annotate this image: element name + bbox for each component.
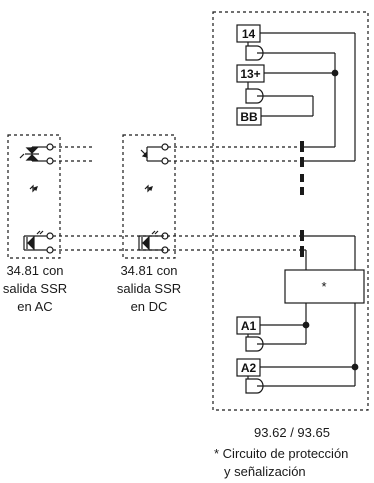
module-ac-label-line3: en AC: [17, 299, 53, 314]
footnote-line2: y señalización: [224, 464, 306, 479]
terminal-a2-label: A2: [241, 361, 257, 375]
relay-outline: [212, 11, 369, 411]
terminal-13-label: 13+: [240, 67, 260, 81]
module-dc-label-line3: en DC: [130, 299, 168, 314]
protection-circuit-box: [284, 269, 365, 304]
module-ac-label: 34.81 con salida SSR en AC: [0, 262, 70, 316]
module-ac-label-line1: 34.81 con: [6, 263, 64, 278]
protection-circuit-symbol: *: [321, 279, 326, 294]
connection-lines: [53, 146, 300, 251]
module-dc-label-line1: 34.81 con: [120, 263, 178, 278]
module-dc-symbols: [138, 143, 169, 254]
module-dc-label: 34.81 con salida SSR en DC: [112, 262, 186, 316]
footnote: * Circuito de protección y señalización: [214, 445, 374, 481]
module-ac-label-line2: salida SSR: [2, 281, 68, 296]
terminal-bb-label: BB: [240, 110, 258, 124]
module-ac-outline: [7, 134, 61, 259]
relay-wiring: [236, 24, 365, 394]
terminal-14-label: 14: [242, 27, 256, 41]
module-dc-outline: [122, 134, 176, 259]
relay-model-label: 93.62 / 93.65: [254, 425, 330, 440]
module-dc-label-line2: salida SSR: [116, 281, 182, 296]
terminal-a1-label: A1: [241, 319, 257, 333]
footnote-line1: * Circuito de protección: [214, 446, 349, 461]
module-ac-symbols: [19, 143, 54, 254]
